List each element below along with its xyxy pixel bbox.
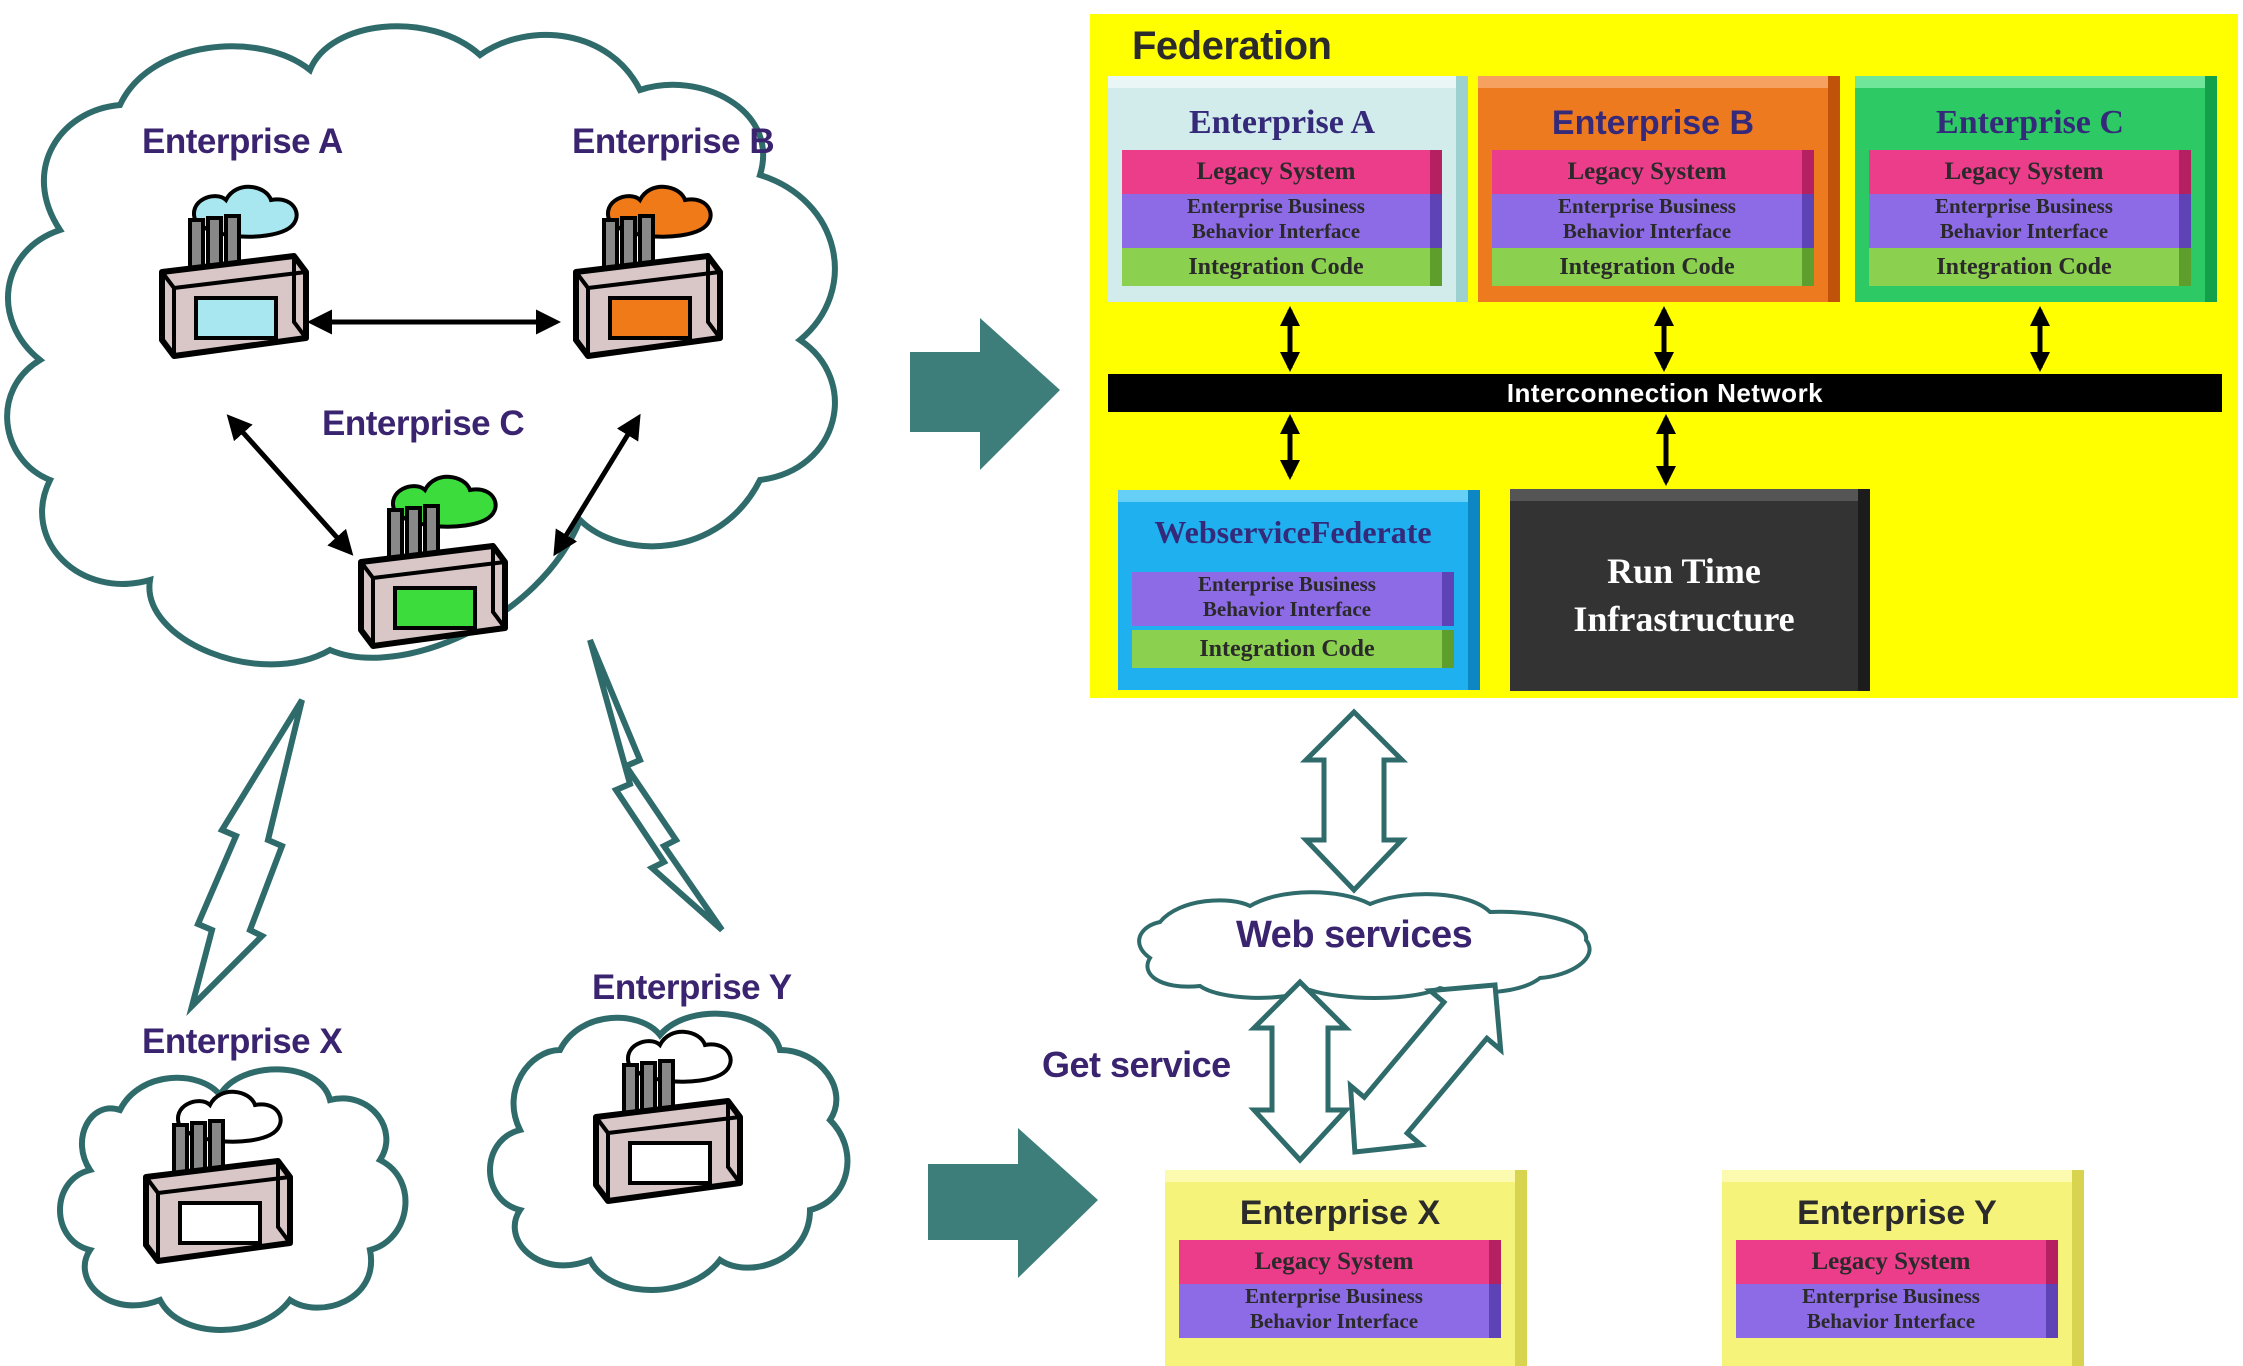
factory-icon [361, 474, 505, 646]
client-enterprise-y: Enterprise Y Legacy System Enterprise Bu… [1722, 1170, 2084, 1366]
factory-icon [596, 1029, 740, 1201]
lightning-bolt-icon [587, 638, 725, 933]
double-arrow-icon [226, 414, 354, 556]
enterprise-x-title: Enterprise X [1239, 1194, 1441, 1232]
integration-code: Integration Code [1869, 248, 2191, 286]
block-arrow-icon [928, 1128, 1098, 1278]
behavior-interface: Enterprise Business Behavior Interface [1132, 572, 1454, 626]
enterprise-x-label: Enterprise X [142, 1022, 343, 1061]
enterprise-b-title: Enterprise B [1551, 104, 1755, 142]
hollow-double-arrow-icon [1247, 978, 1353, 1164]
behavior-interface: Enterprise Business Behavior Interface [1869, 194, 2191, 248]
behavior-interface: Enterprise Business Behavior Interface [1736, 1284, 2058, 1338]
enterprise-b-label: Enterprise B [572, 122, 775, 161]
enterprise-c-title: Enterprise C [1936, 104, 2124, 141]
enterprise-y-label: Enterprise Y [592, 968, 792, 1007]
enterprise-a-title: Enterprise A [1188, 104, 1376, 141]
integration-code: Integration Code [1492, 248, 1814, 286]
federation-title: Federation [1132, 24, 1332, 68]
interconnection-network: Interconnection Network [1108, 374, 2222, 412]
integration-code: Integration Code [1122, 248, 1442, 286]
behavior-interface: Enterprise Business Behavior Interface [1179, 1284, 1501, 1338]
web-services-cloud-icon [1137, 890, 1592, 1000]
federation-enterprise-a: Enterprise A Legacy System Enterprise Bu… [1108, 76, 1468, 302]
legacy-system: Legacy System [1736, 1240, 2058, 1284]
lightning-bolt-icon [186, 698, 305, 1016]
factory-icon [576, 184, 720, 356]
double-arrow-icon [553, 413, 641, 557]
legacy-system: Legacy System [1869, 150, 2191, 194]
webservice-federate: WebserviceFederate Enterprise Business B… [1118, 490, 1480, 690]
legacy-system: Legacy System [1179, 1240, 1501, 1284]
block-arrow-icon [910, 318, 1060, 470]
legacy-system: Legacy System [1492, 150, 1814, 194]
run-time-infrastructure: Run Time Infrastructure [1510, 489, 1870, 691]
federation-enterprise-b: Enterprise B Legacy System Enterprise Bu… [1478, 76, 1840, 302]
web-services-label: Web services [1236, 914, 1473, 956]
enterprise-c-label: Enterprise C [322, 404, 525, 443]
federation-enterprise-c: Enterprise C Legacy System Enterprise Bu… [1855, 76, 2217, 302]
webservice-federate-title: WebserviceFederate [1154, 514, 1432, 550]
client-enterprise-x: Enterprise X Legacy System Enterprise Bu… [1165, 1170, 1527, 1366]
enterprise-a-label: Enterprise A [142, 122, 343, 161]
federation-panel: Federation Enterprise A Legacy System En… [1090, 14, 2238, 698]
hollow-double-arrow-icon [1347, 982, 1504, 1155]
get-service-label: Get service [1042, 1044, 1231, 1085]
legacy-system: Legacy System [1122, 150, 1442, 194]
hollow-double-arrow-icon [1299, 708, 1409, 894]
behavior-interface: Enterprise Business Behavior Interface [1492, 194, 1814, 248]
enterprise-y-title: Enterprise Y [1797, 1194, 1997, 1232]
integration-code: Integration Code [1132, 630, 1454, 668]
factory-icon [146, 1089, 290, 1261]
rti-label: Run Time Infrastructure [1573, 551, 1795, 639]
factory-icon [162, 184, 306, 356]
behavior-interface: Enterprise Business Behavior Interface [1122, 194, 1442, 248]
